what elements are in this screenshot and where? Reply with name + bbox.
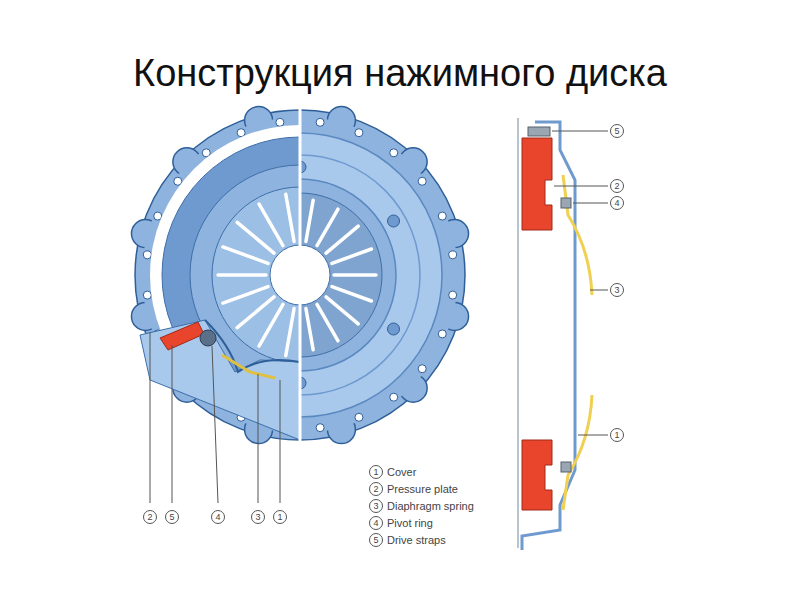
cover-cut-edge [140, 320, 300, 440]
finger-slot [334, 273, 376, 277]
callout-number: 2 [369, 482, 383, 496]
bolt-hole [154, 212, 162, 220]
leader-line [280, 380, 281, 503]
callout-number: 4 [369, 516, 383, 530]
leader-line [150, 332, 151, 503]
bolt-hole [202, 149, 210, 157]
callout-number: 5 [165, 510, 179, 524]
callout-number: 4 [211, 510, 225, 524]
bolt-hole [438, 212, 446, 220]
callout-number: 3 [610, 283, 624, 297]
pressure-plate-section [522, 440, 552, 510]
diaphragm-spring [563, 395, 592, 510]
leader-line [212, 346, 218, 503]
bolt-hole [355, 413, 363, 421]
leader-line [578, 435, 608, 436]
finger-slot [286, 194, 294, 241]
bolt-hole [390, 149, 398, 157]
bolt-hole [449, 251, 457, 259]
cover-inner-ring [300, 179, 396, 371]
finger-slot [223, 247, 268, 263]
pivot-ring [200, 330, 216, 346]
finger-slot [326, 226, 358, 253]
diaphragm-edge [222, 355, 275, 378]
cover-view [300, 133, 442, 417]
finger-slot [259, 204, 283, 246]
leader-lines [150, 332, 280, 503]
rivet [388, 323, 400, 335]
callout-number: 3 [369, 499, 383, 513]
bolt-hole [316, 118, 324, 126]
pressure-plate-section [160, 322, 204, 350]
center-hole [270, 245, 300, 305]
center-hole [300, 245, 330, 305]
finger-slot [326, 297, 358, 324]
bolt-hole [174, 177, 182, 185]
friction-face [517, 118, 519, 548]
pivot-ring [561, 198, 571, 208]
callout-number: 5 [369, 533, 383, 547]
finger-slot [332, 249, 371, 263]
finger-slot [317, 304, 338, 340]
bolt-hole [276, 118, 284, 126]
finger-slot [259, 304, 283, 346]
drive-strap [528, 127, 550, 136]
part-name: Diaphragm spring [387, 499, 474, 513]
part-name: Drive straps [387, 533, 446, 547]
pressure-plate-section [522, 138, 552, 230]
title: Конструкция нажимного диска [0, 52, 800, 95]
bolt-hole [316, 424, 324, 432]
part-name: Pivot ring [387, 516, 433, 530]
callout-number: 5 [610, 124, 624, 138]
diaphragm-spring [563, 175, 592, 295]
callout-number: 1 [610, 428, 624, 442]
bolt-hole [355, 129, 363, 137]
callout-number: 1 [369, 465, 383, 479]
bolt-hole [237, 129, 245, 137]
divider [299, 105, 302, 450]
finger-slot [306, 200, 313, 241]
finger-slot [237, 222, 274, 253]
cross-section [518, 118, 592, 550]
bolt-hole [449, 291, 457, 299]
finger-slot [223, 287, 268, 303]
leader-line [573, 203, 608, 204]
leader-line [554, 186, 608, 187]
leader-line [258, 374, 259, 503]
rivet [388, 215, 400, 227]
part-name: Pressure plate [387, 482, 458, 496]
finger-slot [332, 287, 371, 301]
bolt-hole [390, 393, 398, 401]
finger-slot [218, 273, 266, 277]
bolt-hole [143, 251, 151, 259]
bolt-hole [438, 330, 446, 338]
leader-line [172, 345, 173, 503]
finger-slot [317, 209, 338, 245]
diaphragm-spring [300, 193, 382, 357]
finger-slot [306, 308, 313, 349]
leader-line [552, 131, 608, 132]
callout-number: 4 [610, 196, 624, 210]
callout-number: 3 [251, 510, 265, 524]
cover-dome [300, 133, 442, 417]
leader-line [590, 290, 608, 291]
pivot-ring [561, 462, 571, 472]
bolt-hole [418, 177, 426, 185]
diaphragm-spring [212, 187, 300, 363]
cutaway-view [140, 125, 300, 440]
callout-number: 2 [610, 179, 624, 193]
leader-lines [552, 131, 608, 435]
finger-slot [286, 308, 294, 355]
cover-ring [300, 155, 420, 395]
callout-number: 2 [143, 510, 157, 524]
cutaway-line [205, 320, 300, 372]
callout-number: 1 [273, 510, 287, 524]
finger-slot [237, 297, 274, 328]
bolt-hole [418, 365, 426, 373]
part-name: Cover [387, 465, 416, 479]
bolt-hole [143, 291, 151, 299]
